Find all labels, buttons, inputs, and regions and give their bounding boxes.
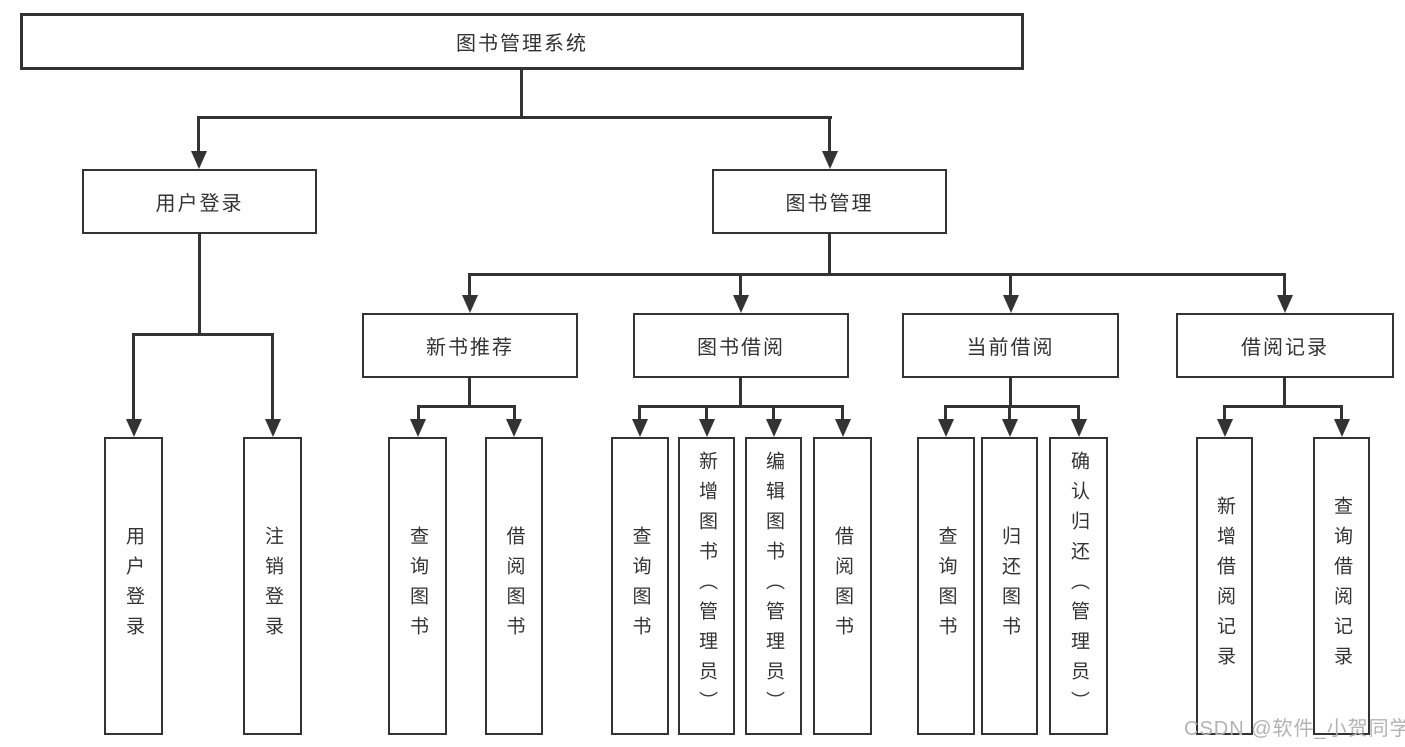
arrow-down-icon: [506, 419, 522, 437]
node-label: 借阅图书: [832, 526, 853, 646]
connector-vline: [944, 405, 947, 423]
leaf-node-user-login: 用户登录: [104, 437, 163, 735]
connector-vline: [513, 405, 516, 423]
node-label: 查询图书: [407, 526, 428, 646]
node-label: 新增图书（管理员）: [696, 451, 717, 721]
connector-vline: [1009, 378, 1012, 408]
leaf-node-add-books-admin: 新增图书（管理员）: [678, 437, 735, 735]
arrow-down-icon: [632, 419, 648, 437]
connector-vline: [638, 405, 641, 423]
leaf-node-borrow-books-1: 借阅图书: [485, 437, 543, 735]
node-label: 新书推荐: [426, 337, 514, 359]
leaf-node-query-borrow-record: 查询借阅记录: [1313, 437, 1370, 735]
node-book-management: 图书管理: [712, 169, 947, 234]
connector-vline: [417, 405, 420, 423]
connector-hline: [417, 405, 516, 408]
arrow-down-icon: [265, 419, 281, 437]
connector-vline: [1077, 405, 1080, 423]
node-label: 图书借阅: [697, 337, 785, 359]
connector-vline: [828, 234, 831, 276]
leaf-node-query-books-1: 查询图书: [388, 437, 447, 735]
connector-vline: [1340, 405, 1343, 423]
leaf-node-return-books: 归还图书: [981, 437, 1038, 735]
node-label: 查询图书: [629, 526, 651, 646]
connector-vline: [705, 405, 708, 423]
leaf-node-logout: 注销登录: [243, 437, 302, 735]
node-label: 查询图书: [935, 526, 957, 646]
arrow-down-icon: [191, 151, 207, 169]
node-label: 图书管理: [785, 193, 874, 215]
node-label: 用户登录: [155, 193, 244, 215]
node-label: 借阅记录: [1241, 337, 1329, 359]
arrow-down-icon: [1334, 419, 1350, 437]
arrow-down-icon: [822, 151, 838, 169]
arrow-down-icon: [410, 419, 426, 437]
connector-vline: [468, 273, 471, 299]
connector-vline: [468, 378, 471, 408]
connector-hline: [468, 273, 1286, 276]
node-current-borrow: 当前借阅: [902, 313, 1119, 378]
leaf-node-add-borrow-record: 新增借阅记录: [1196, 437, 1253, 735]
connector-hline: [1224, 405, 1343, 408]
node-label: 借阅图书: [503, 526, 525, 646]
connector-vline: [1283, 273, 1286, 299]
node-label: 归还图书: [999, 526, 1020, 646]
connector-vline: [739, 378, 742, 408]
arrow-down-icon: [699, 419, 715, 437]
leaf-node-edit-books-admin: 编辑图书（管理员）: [745, 437, 802, 735]
leaf-node-borrow-books-2: 借阅图书: [813, 437, 872, 735]
connector-vline: [1009, 273, 1012, 299]
connector-vline: [772, 405, 775, 423]
arrow-down-icon: [462, 295, 478, 313]
node-label: 编辑图书（管理员）: [763, 451, 784, 721]
leaf-node-query-books-2: 查询图书: [611, 437, 669, 735]
leaf-node-query-books-3: 查询图书: [917, 437, 975, 735]
csdn-watermark: CSDN @软件_小贺同学: [1184, 718, 1405, 740]
connector-hline: [639, 405, 844, 408]
arrow-down-icon: [1217, 419, 1233, 437]
node-label: 当前借阅: [966, 337, 1055, 359]
connector-vline: [132, 333, 135, 422]
node-label: 注销登录: [262, 526, 283, 646]
connector-vline: [197, 116, 200, 154]
arrow-down-icon: [1071, 419, 1087, 437]
node-label: 查询借阅记录: [1331, 496, 1352, 676]
node-new-book-recommend: 新书推荐: [362, 313, 578, 378]
arrow-down-icon: [1002, 419, 1018, 437]
connector-vline: [271, 333, 274, 422]
arrow-down-icon: [938, 419, 954, 437]
arrow-down-icon: [1003, 295, 1019, 313]
connector-vline: [1008, 405, 1011, 423]
node-library-management-system: 图书管理系统: [20, 13, 1024, 70]
node-user-login: 用户登录: [82, 169, 317, 234]
arrow-down-icon: [766, 419, 782, 437]
connector-hline: [945, 405, 1080, 408]
arrow-down-icon: [126, 419, 142, 437]
connector-hline: [132, 333, 274, 336]
connector-vline: [841, 405, 844, 423]
connector-vline: [1283, 378, 1286, 408]
node-label: 用户登录: [123, 526, 144, 646]
node-book-borrow: 图书借阅: [633, 313, 849, 378]
arrow-down-icon: [1277, 295, 1293, 313]
connector-vline: [739, 273, 742, 299]
node-label: 图书管理系统: [456, 33, 588, 55]
connector-vline: [520, 69, 523, 118]
node-label: 新增借阅记录: [1214, 496, 1235, 676]
leaf-node-confirm-return-admin: 确认归还（管理员）: [1049, 437, 1108, 735]
node-label: 确认归还（管理员）: [1068, 451, 1089, 721]
node-borrow-record: 借阅记录: [1176, 313, 1394, 378]
arrow-down-icon: [835, 419, 851, 437]
connector-vline: [1223, 405, 1226, 423]
arrow-down-icon: [733, 295, 749, 313]
connector-hline: [197, 116, 832, 119]
connector-vline: [198, 234, 201, 336]
connector-vline: [828, 116, 831, 154]
